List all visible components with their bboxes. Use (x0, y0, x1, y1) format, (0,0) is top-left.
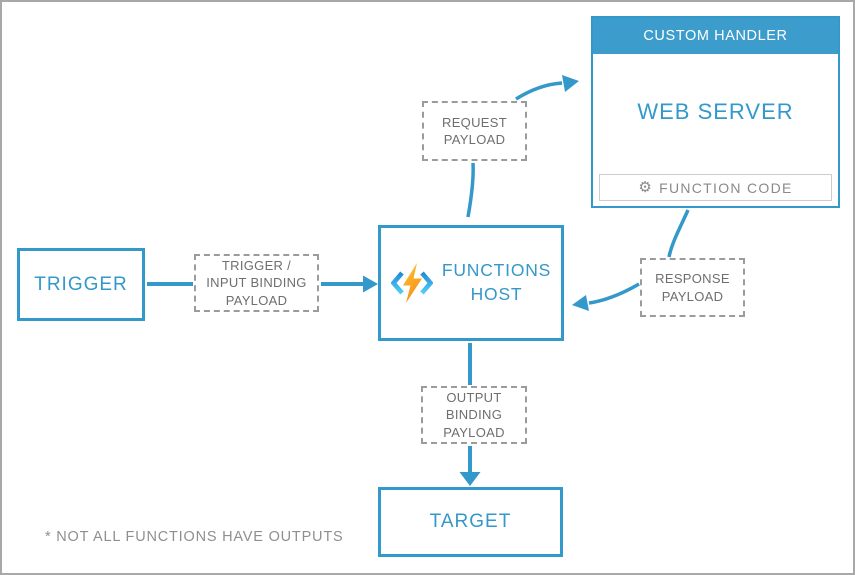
gear-icon: ⚙ (638, 178, 654, 196)
custom-handler-header: CUSTOM HANDLER (593, 18, 838, 54)
request-payload-label: REQUEST PAYLOAD (442, 114, 507, 147)
request-payload-node: REQUEST PAYLOAD (422, 101, 527, 161)
target-label: TARGET (429, 511, 512, 532)
output-binding-payload-node: OUTPUT BINDING PAYLOAD (421, 386, 527, 444)
target-node: TARGET (378, 487, 563, 557)
trigger-node: TRIGGER (17, 248, 145, 321)
line-request-payload-to-custom-handler (515, 81, 563, 101)
line-host-to-request-payload (466, 162, 475, 218)
arrowhead-into-host-left (363, 275, 378, 293)
function-code-label: FUNCTION CODE (659, 179, 793, 196)
outputs-footnote: * NOT ALL FUNCTIONS HAVE OUTPUTS (45, 529, 344, 545)
arrowhead-into-target (459, 472, 481, 486)
trigger-input-binding-payload-node: TRIGGER / INPUT BINDING PAYLOAD (194, 254, 319, 312)
function-code-box: ⚙ FUNCTION CODE (599, 174, 832, 201)
azure-functions-lightning-icon (390, 263, 433, 303)
arrowhead-into-custom-handler (562, 75, 579, 92)
line-custom-handler-to-response-payload (667, 209, 690, 258)
web-server-label: WEB SERVER (637, 99, 794, 124)
trigger-input-binding-payload-label: TRIGGER / INPUT BINDING PAYLOAD (206, 258, 307, 308)
arrowhead-into-host-right (572, 295, 589, 311)
output-binding-payload-label: OUTPUT BINDING PAYLOAD (443, 390, 505, 440)
line-response-payload-to-host (588, 282, 640, 305)
response-payload-label: RESPONSE PAYLOAD (655, 271, 730, 304)
custom-handler-node: CUSTOM HANDLER WEB SERVER ⚙ FUNCTION COD… (591, 16, 840, 208)
functions-host-label: FUNCTIONS HOST (441, 260, 552, 304)
functions-host-node: FUNCTIONS HOST (378, 225, 564, 341)
response-payload-node: RESPONSE PAYLOAD (640, 258, 745, 317)
trigger-label: TRIGGER (34, 273, 128, 295)
custom-handler-body: WEB SERVER ⚙ FUNCTION CODE (593, 54, 838, 206)
